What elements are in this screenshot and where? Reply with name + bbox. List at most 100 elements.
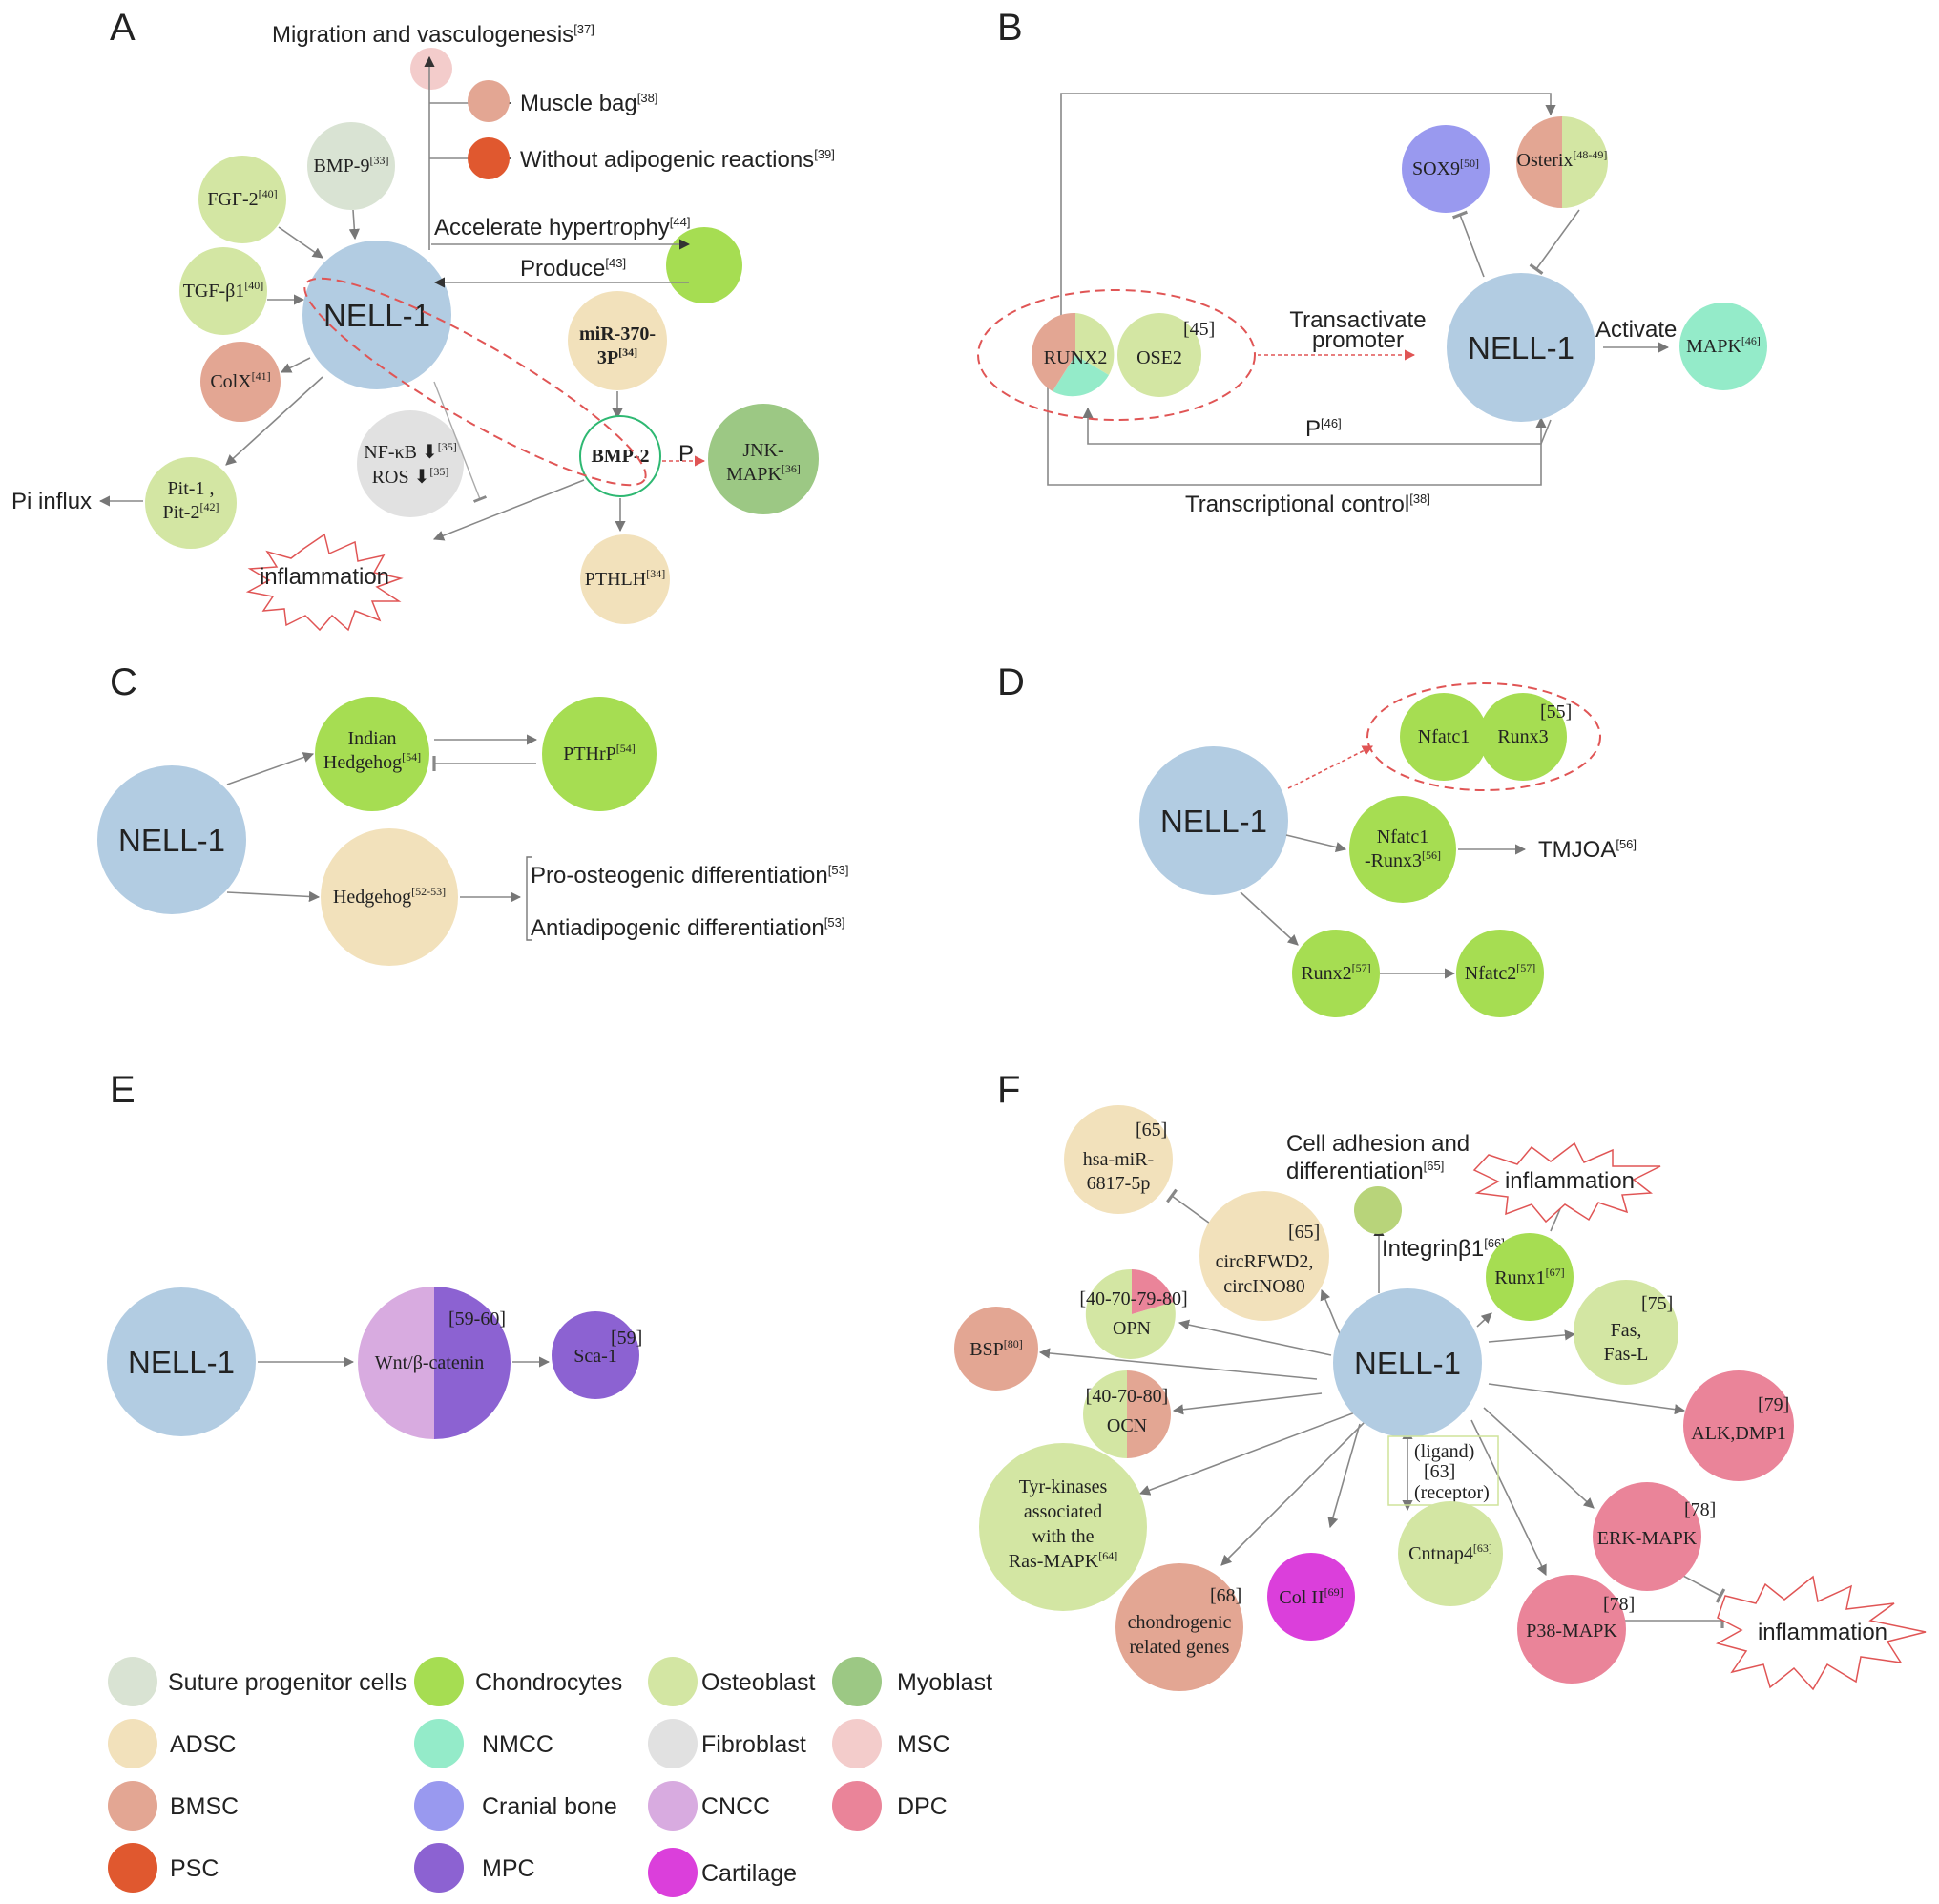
sca1-label: Sca-1 (573, 1346, 617, 1367)
integrin-label: Integrinβ1[66] (1382, 1236, 1505, 1262)
runx2-node-d (1292, 930, 1380, 1017)
runx2-slice-osteo (1075, 313, 1115, 375)
runx3-node (1479, 693, 1567, 781)
sca1-node (552, 1311, 639, 1399)
pi-influx-label: Pi influx (11, 489, 92, 514)
pit-label-2: Pit-2[42] (163, 500, 219, 523)
alk-label: ALK,DMP1 (1691, 1423, 1785, 1444)
runx1-label: Runx1[67] (1494, 1266, 1564, 1288)
mapk-node-b (1679, 303, 1767, 390)
p38-label: P38-MAPK (1526, 1621, 1617, 1642)
legend-swatch (414, 1843, 464, 1893)
pit-label-1: Pit-1 , (168, 478, 215, 499)
tmjoa-label: TMJOA[56] (1538, 837, 1637, 863)
mir370-label-1: miR-370- (579, 324, 656, 345)
legend-label: Cranial bone (482, 1793, 617, 1820)
col2-label: Col II[69] (1279, 1585, 1343, 1608)
ose2-label: OSE2 (1136, 347, 1182, 368)
legend-swatch (648, 1719, 698, 1768)
legend-item: Suture progenitor cells (108, 1657, 407, 1706)
ocn-bmsc (1127, 1370, 1171, 1458)
legend-label: PSC (170, 1855, 219, 1882)
legend-label: Myoblast (897, 1669, 992, 1696)
fas-label-2: Fas-L (1604, 1344, 1649, 1365)
bsp-label: BSP[80] (970, 1337, 1023, 1360)
hsa-mir-label-1: hsa-miR- (1083, 1149, 1154, 1170)
hedgehog-node (321, 828, 458, 966)
colx-label: ColX[41] (210, 369, 270, 392)
tgfb1-node (179, 247, 267, 335)
ocn-label: OCN (1107, 1415, 1147, 1436)
legend-swatch (108, 1719, 157, 1768)
fas-ref: [75] (1641, 1293, 1673, 1314)
legend-item: Chondrocytes (414, 1657, 622, 1706)
tgfb1-label: TGF-β1[40] (183, 279, 264, 302)
tyr-label-3: with the (1032, 1526, 1095, 1547)
bmp9-node (307, 122, 395, 210)
erk-ref: [78] (1684, 1499, 1716, 1520)
legend-swatch (414, 1781, 464, 1831)
bmp2-label: BMP-2 (591, 446, 649, 467)
antiadipogenic-label: Antiadipogenic differentiation[53] (531, 915, 844, 941)
opn-osteo (1085, 1268, 1176, 1359)
transcriptional-control-label: Transcriptional control[38] (1185, 492, 1430, 517)
inflammation-label-a: inflammation (260, 564, 389, 590)
legend-label: Cartilage (701, 1860, 797, 1887)
pit-node (145, 457, 237, 549)
runx2-slice-nmcc (1053, 355, 1109, 397)
panel-a: A Migration and vasculogenesis[37] Muscl… (11, 7, 835, 632)
alk-ref: [79] (1758, 1394, 1789, 1415)
receptor-label: (receptor) (1414, 1482, 1490, 1503)
adipogenic-label: Without adipogenic reactions[39] (520, 147, 835, 173)
circ-label-1: circRFWD2, (1216, 1251, 1314, 1272)
nell1-label-f: NELL-1 (1354, 1346, 1461, 1381)
pthrp-label: PTHrP[54] (563, 742, 636, 764)
p38-node (1517, 1575, 1626, 1684)
mapk-label-b: MAPK[46] (1686, 334, 1761, 357)
tyr-label-1: Tyr-kinases (1019, 1476, 1108, 1497)
transactivate-label: Transactivate (1289, 307, 1426, 333)
hsa-mir-node (1064, 1105, 1173, 1214)
ihh-label-1: Indian (347, 728, 396, 749)
activate-label: Activate (1595, 317, 1677, 343)
ihh-node (315, 697, 429, 811)
sox9-node (1402, 125, 1490, 213)
osterix-label: Osterix[48-49] (1517, 148, 1608, 171)
hypertrophy-label: Accelerate hypertrophy[44] (434, 215, 690, 241)
alk-node (1683, 1370, 1794, 1481)
legend-item: Myoblast (832, 1657, 992, 1706)
dashed-ellipse-b (977, 289, 1256, 421)
wnt-ref: [59-60] (448, 1308, 506, 1329)
nfatc1-runx3-node (1349, 796, 1456, 903)
wnt-label: Wnt/β-catenin (375, 1352, 485, 1373)
legend-item: NMCC (414, 1719, 553, 1768)
circ-label-2: circINO80 (1223, 1276, 1305, 1297)
panel-a-letter: A (110, 7, 136, 49)
cell-adhesion-label-2: differentiation[65] (1286, 1159, 1444, 1184)
legend-label: BMSC (170, 1793, 239, 1820)
nfatc1-runx3-label-1: Nfatc1 (1377, 826, 1428, 847)
pthrp-node (542, 697, 657, 811)
bsp-node (954, 1307, 1038, 1391)
legend-label: CNCC (701, 1793, 770, 1820)
nfatc2-node (1456, 930, 1544, 1017)
panel-b: B SOX9[50] Osterix[48-49] RUNX2 OSE2 [45… (977, 7, 1767, 517)
tyr-label-2: associated (1024, 1501, 1102, 1522)
legend-swatch (832, 1719, 882, 1768)
legend-item: CNCC (648, 1781, 770, 1831)
chondrogenic-ref: [68] (1210, 1585, 1241, 1606)
fas-node (1574, 1280, 1678, 1385)
cntnap4-node (1398, 1501, 1503, 1606)
circ-node (1199, 1191, 1329, 1321)
panel-f: F hsa-miR- 6817-5p [65] Cell adhesion an… (954, 1069, 1927, 1691)
muscle-bag-label: Muscle bag[38] (520, 91, 657, 116)
legend-label: Fibroblast (701, 1731, 806, 1758)
hsa-mir-ref: [65] (1136, 1119, 1167, 1140)
legend-swatch (414, 1657, 464, 1706)
mir370-label-2: 3P[34] (597, 345, 637, 368)
pro-osteogenic-label: Pro-osteogenic differentiation[53] (531, 863, 848, 889)
ose2-node (1117, 313, 1201, 397)
pair-ref: [55] (1540, 701, 1572, 722)
wnt-left (358, 1287, 434, 1439)
inflammation-label-f1: inflammation (1505, 1168, 1635, 1194)
